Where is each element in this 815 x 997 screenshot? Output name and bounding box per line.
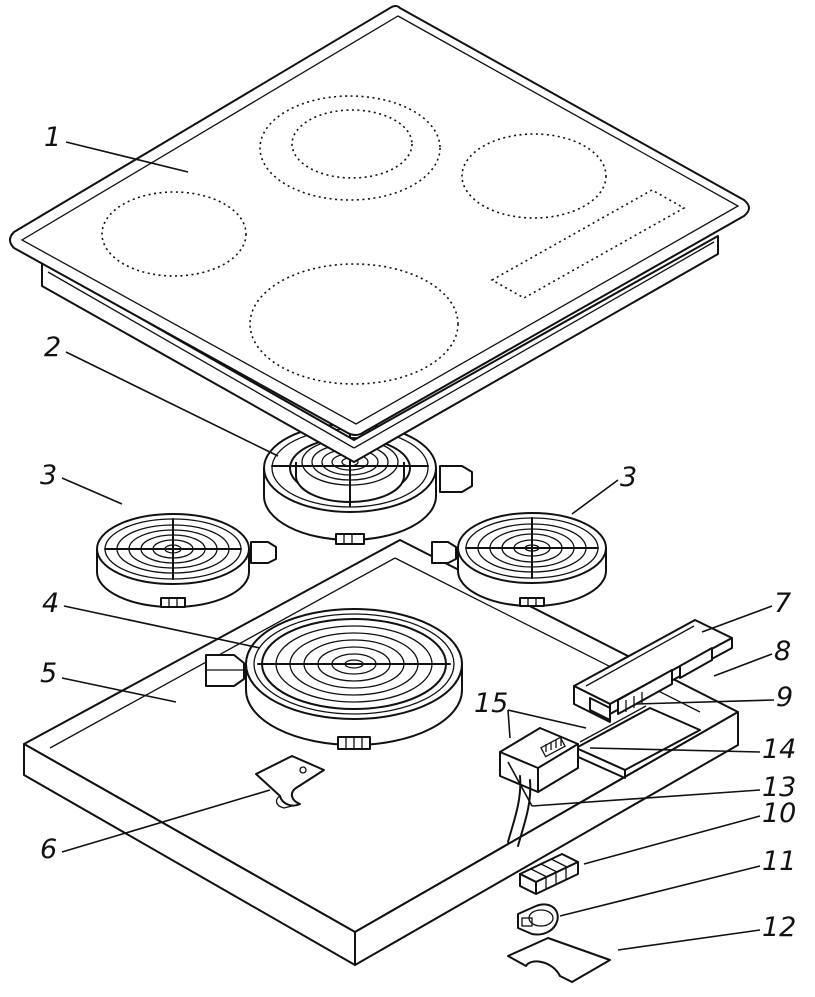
cable-clamp: [517, 903, 559, 936]
callout-10: 10: [583, 798, 796, 865]
callout-4: 4: [42, 588, 261, 649]
callout-8: 8: [713, 636, 791, 677]
callout-label: 12: [762, 912, 796, 943]
callout-label: 5: [40, 658, 57, 689]
callout-12: 12: [617, 912, 796, 951]
callout-11: 11: [559, 846, 796, 917]
callout-label: 15: [474, 688, 508, 719]
callout-15: 15: [474, 688, 587, 739]
glass-ceramic-cooktop: [9, 5, 750, 463]
callout-2: 2: [44, 332, 279, 457]
callout-label: 13: [762, 772, 796, 803]
callout-label: 4: [42, 588, 59, 619]
callout-label: 2: [44, 332, 61, 363]
callout-6: 6: [40, 789, 271, 865]
callout-label: 8: [774, 636, 791, 667]
clip: [255, 755, 325, 809]
cable: [507, 775, 532, 847]
connection-box: [575, 705, 701, 779]
callout-label: 7: [774, 588, 791, 619]
callout-3-right: 3: [571, 462, 637, 515]
dual-heating-element: [263, 423, 473, 545]
callout-1: 1: [44, 122, 189, 173]
radiant-heating-element-right: [431, 512, 607, 607]
callout-5: 5: [40, 658, 177, 703]
callout-14: 14: [589, 734, 796, 765]
callout-label: 1: [44, 122, 61, 153]
callout-label: 10: [762, 798, 796, 829]
callout-label: 6: [40, 834, 57, 865]
callout-label: 3: [620, 462, 637, 493]
callout-7: 7: [701, 588, 791, 633]
callout-label: 3: [40, 460, 57, 491]
callout-label: 14: [762, 734, 796, 765]
large-heating-element: [205, 608, 463, 750]
callout-label: 9: [776, 682, 793, 713]
radiant-heating-element-left: [96, 513, 277, 608]
control-board: [573, 619, 733, 723]
terminal-block: [519, 853, 579, 895]
callout-label: 11: [762, 846, 796, 877]
clamp-plate: [507, 937, 611, 983]
callout-3-left: 3: [40, 460, 123, 505]
callout-13: 13: [507, 761, 796, 807]
callout-9: 9: [635, 682, 793, 713]
